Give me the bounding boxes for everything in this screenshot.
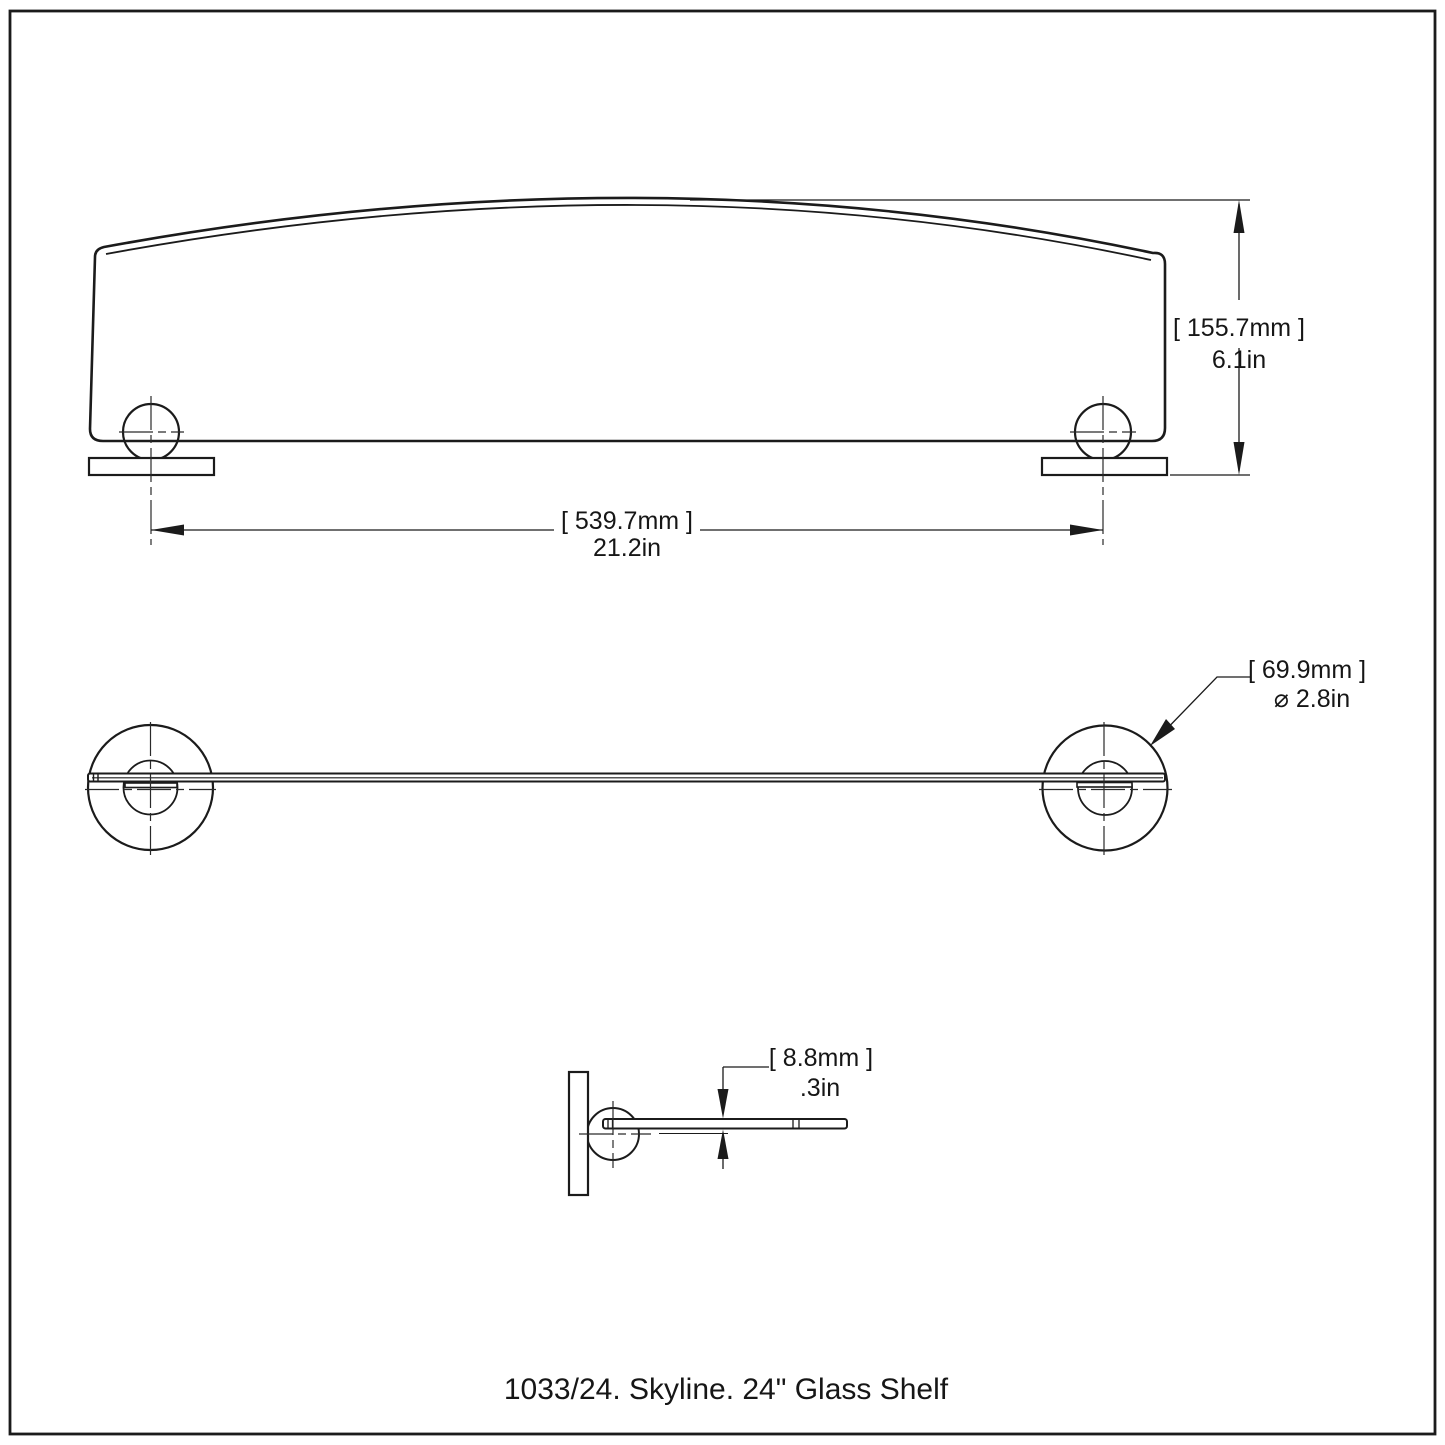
dimension-arrow-left: [151, 524, 184, 536]
glass-edge-arc: [105, 204, 1152, 261]
thickness-arrow-down: [717, 1089, 729, 1119]
right-post-circle: [1077, 760, 1133, 816]
side-profile-view: [ 8.8mm ] .3in: [567, 1044, 873, 1197]
thickness-metric-label: [ 8.8mm ]: [769, 1044, 873, 1072]
right-base-plate: [1040, 456, 1169, 477]
dimension-arrow-right: [1070, 524, 1103, 536]
mount-spacing-metric-label: [ 539.7mm ]: [561, 507, 693, 535]
glass-shelf-outline: [88, 196, 1167, 443]
front-elevation-view: [ 539.7mm ] 21.2in [ 155.7mm ] 6.1in: [87, 196, 1305, 562]
height-imperial-label: 6.1in: [1212, 346, 1266, 374]
dimension-arrow-up: [1233, 200, 1245, 233]
mount-spacing-dimension: [ 539.7mm ] 21.2in: [151, 507, 1103, 562]
thickness-imperial-label: .3in: [800, 1074, 840, 1102]
side-post-centerline: [579, 1101, 651, 1168]
flange-diameter-metric-label: [ 69.9mm ]: [1248, 656, 1366, 684]
sheet-border: [8, 9, 1437, 1436]
left-post-centerline: [119, 396, 184, 545]
drawing-caption: 1033/24. Skyline. 24" Glass Shelf: [504, 1373, 949, 1406]
thickness-arrow-up: [717, 1129, 729, 1159]
thickness-dimension: [ 8.8mm ] .3in: [717, 1044, 873, 1169]
right-post-centerline: [1070, 396, 1136, 545]
set-screw-ticks: [92, 774, 99, 782]
right-wall-flange: [1041, 724, 1169, 852]
flange-diameter-imperial-label: ⌀ 2.8in: [1274, 685, 1350, 713]
left-flange-centerline: [85, 722, 216, 855]
glass-shelf-side: [602, 1118, 848, 1130]
plan-view: [ 69.9mm ] ⌀ 2.8in: [85, 656, 1366, 855]
height-metric-label: [ 155.7mm ]: [1173, 314, 1305, 342]
dimension-arrow-down: [1233, 442, 1245, 475]
mount-spacing-imperial-label: 21.2in: [593, 534, 661, 562]
flange-diameter-dimension: [ 69.9mm ] ⌀ 2.8in: [1150, 656, 1366, 746]
right-flange-centerline: [1039, 722, 1172, 855]
leader-arrow: [1150, 719, 1175, 746]
height-dimension: [ 155.7mm ] 6.1in: [690, 199, 1305, 476]
